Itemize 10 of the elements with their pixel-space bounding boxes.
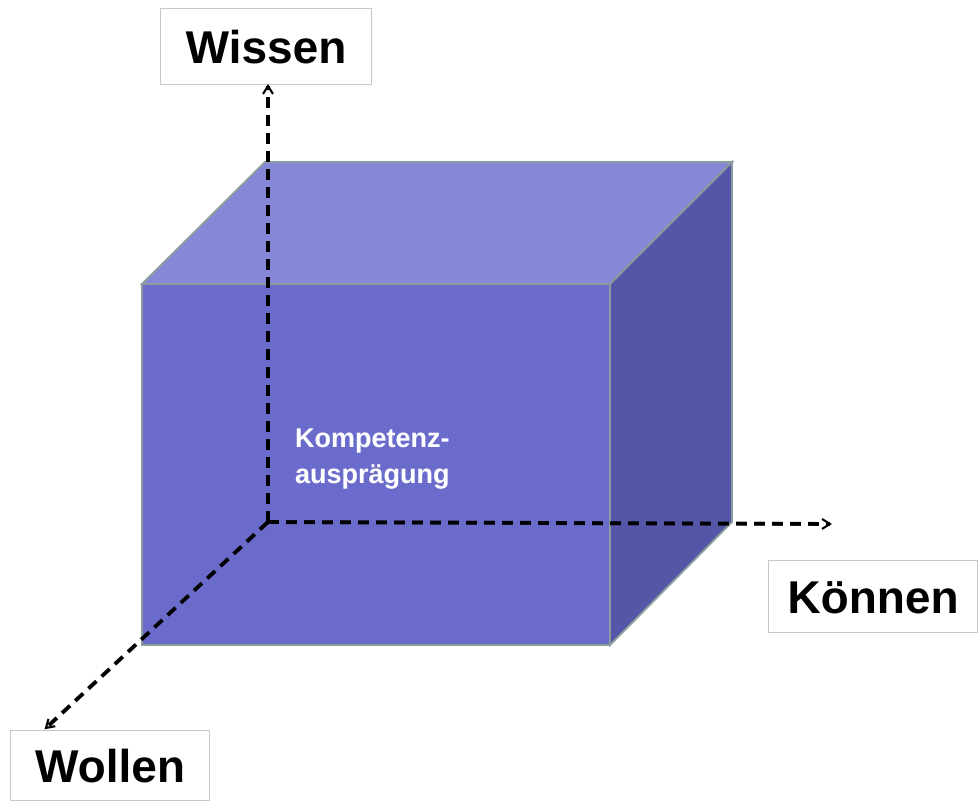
dashed-arrow [262,84,274,522]
axis-label-box [768,560,978,633]
axis-label-box [160,8,372,85]
axis-label: Wissen [186,20,346,74]
axis-label-box [10,730,210,801]
axis-label: Wollen [35,738,185,792]
axis-label: Können [787,570,959,624]
dashed-arrow [44,520,270,730]
cube-label: Kompetenz- ausprägung [295,422,451,492]
dashed-arrow [268,518,832,530]
